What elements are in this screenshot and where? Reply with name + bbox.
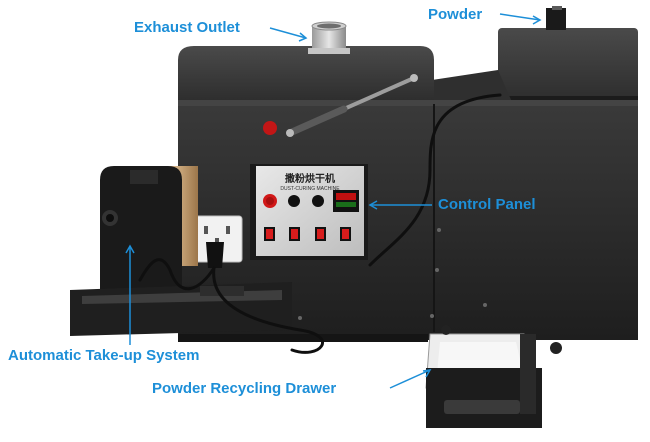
- control-panel-label: Control Panel: [438, 196, 536, 213]
- caster-wheel: [441, 325, 451, 335]
- callout-arrows: [125, 13, 542, 389]
- knob-2: [312, 195, 324, 207]
- knob-1: [288, 195, 300, 207]
- powder-label: Powder: [428, 6, 483, 23]
- powder-recycling-drawer-label: Powder Recycling Drawer: [152, 380, 337, 397]
- exhaust-outlet-label: Exhaust Outlet: [134, 19, 240, 36]
- exhaust-outlet: [308, 21, 350, 54]
- top-cover: [432, 70, 512, 102]
- takeup-tray: [70, 282, 292, 336]
- gas-strut: [286, 74, 418, 137]
- caster-wheel: [550, 342, 562, 354]
- panel-chinese-title: 撒粉烘干机: [285, 172, 335, 185]
- automatic-takeup-label: Automatic Take-up System: [8, 347, 200, 364]
- power-plug: [206, 242, 224, 268]
- control-panel: 撒粉烘干机 DUST-CURING MACHINE: [250, 164, 368, 260]
- panel-english-title: DUST-CURING MACHINE: [280, 186, 340, 192]
- cables: [138, 93, 502, 354]
- rocker-switches: [264, 227, 351, 241]
- red-knob: [263, 121, 277, 135]
- recycling-drawer: [425, 333, 542, 428]
- powder-unit: [498, 6, 638, 106]
